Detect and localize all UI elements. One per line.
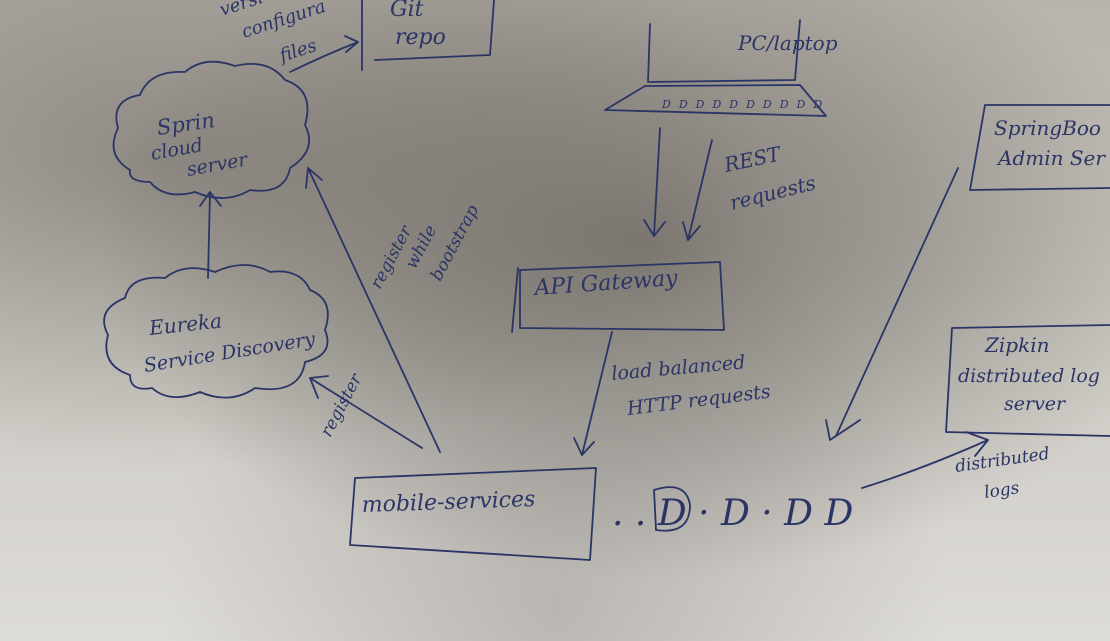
service-box-highlight: [653, 486, 691, 532]
spring-cloud-outline: [112, 60, 310, 199]
spring-label-1: Sprin: [155, 108, 216, 140]
more-services-node: . . D · D · D D: [612, 486, 853, 534]
laptop-screen: [647, 19, 801, 83]
rest-arrow-2: [687, 139, 713, 241]
pc-laptop-node: PC/laptop DDDDDDDDDD: [604, 19, 838, 117]
register-arrow: register: [309, 370, 423, 449]
eureka-cloud-outline: [103, 264, 329, 399]
mobile-services-label: mobile-services: [361, 487, 535, 518]
api-gateway-label: API Gateway: [532, 266, 679, 301]
eureka-node: Eureka Service Discovery: [103, 264, 329, 399]
git-repo-box: [374, 0, 495, 61]
config-arrow-head: [344, 35, 359, 53]
git-repo-label-2: repo: [395, 25, 446, 50]
spring-boot-admin-label-1: SpringBoo: [994, 116, 1101, 140]
zipkin-label-1: Zipkin: [984, 333, 1050, 357]
spring-boot-admin-node: SpringBoo Admin Ser: [825, 104, 1110, 441]
load-balanced-arrow: load balanced HTTP requests: [573, 331, 772, 456]
load-balanced-label-2: HTTP requests: [625, 381, 772, 421]
laptop-keys-row: DDDDDDDDDD: [661, 98, 830, 111]
config-arrow-line: [289, 41, 359, 73]
distributed-logs-arrow: distributed logs: [861, 431, 1051, 503]
laptop-label: PC/laptop: [737, 31, 838, 55]
register-label: register: [317, 370, 367, 440]
register-bootstrap-label-3: bootstrap: [427, 202, 484, 285]
zipkin-node: Zipkin distributed log server: [945, 324, 1110, 437]
more-services-label: . . D · D · D D: [612, 493, 853, 534]
load-balanced-label-1: load balanced: [611, 351, 747, 385]
api-gateway-node: API Gateway: [511, 261, 725, 333]
distributed-logs-label-2: logs: [983, 478, 1021, 503]
git-repo-label-1: Git: [390, 0, 424, 22]
admin-to-services-arrow: [835, 167, 959, 437]
eureka-label-1: Eureka: [147, 308, 223, 340]
config-files-annotation: versi configura files: [217, 0, 359, 73]
rest-label-1: REST: [721, 141, 784, 177]
spring-cloud-server-node: Sprin cloud server: [112, 60, 310, 199]
mobile-services-node: mobile-services: [349, 467, 597, 561]
eureka-to-spring-arrow: [199, 191, 222, 279]
git-repo-node: Git repo: [361, 0, 495, 71]
rest-label-2: requests: [727, 170, 818, 214]
rest-request-arrows: REST requests: [643, 127, 818, 241]
zipkin-label-3: server: [1004, 393, 1067, 415]
rest-arrow-1: [653, 127, 661, 237]
mobile-services-box: [349, 467, 597, 561]
laptop-keyboard-base: [604, 84, 827, 117]
spring-boot-admin-label-2: Admin Ser: [996, 146, 1106, 170]
config-label-3: files: [275, 35, 319, 67]
zipkin-box: [945, 324, 1110, 437]
api-gateway-box: [511, 261, 725, 333]
zipkin-label-2: distributed log: [958, 365, 1100, 387]
spring-boot-admin-box: [969, 104, 1110, 191]
